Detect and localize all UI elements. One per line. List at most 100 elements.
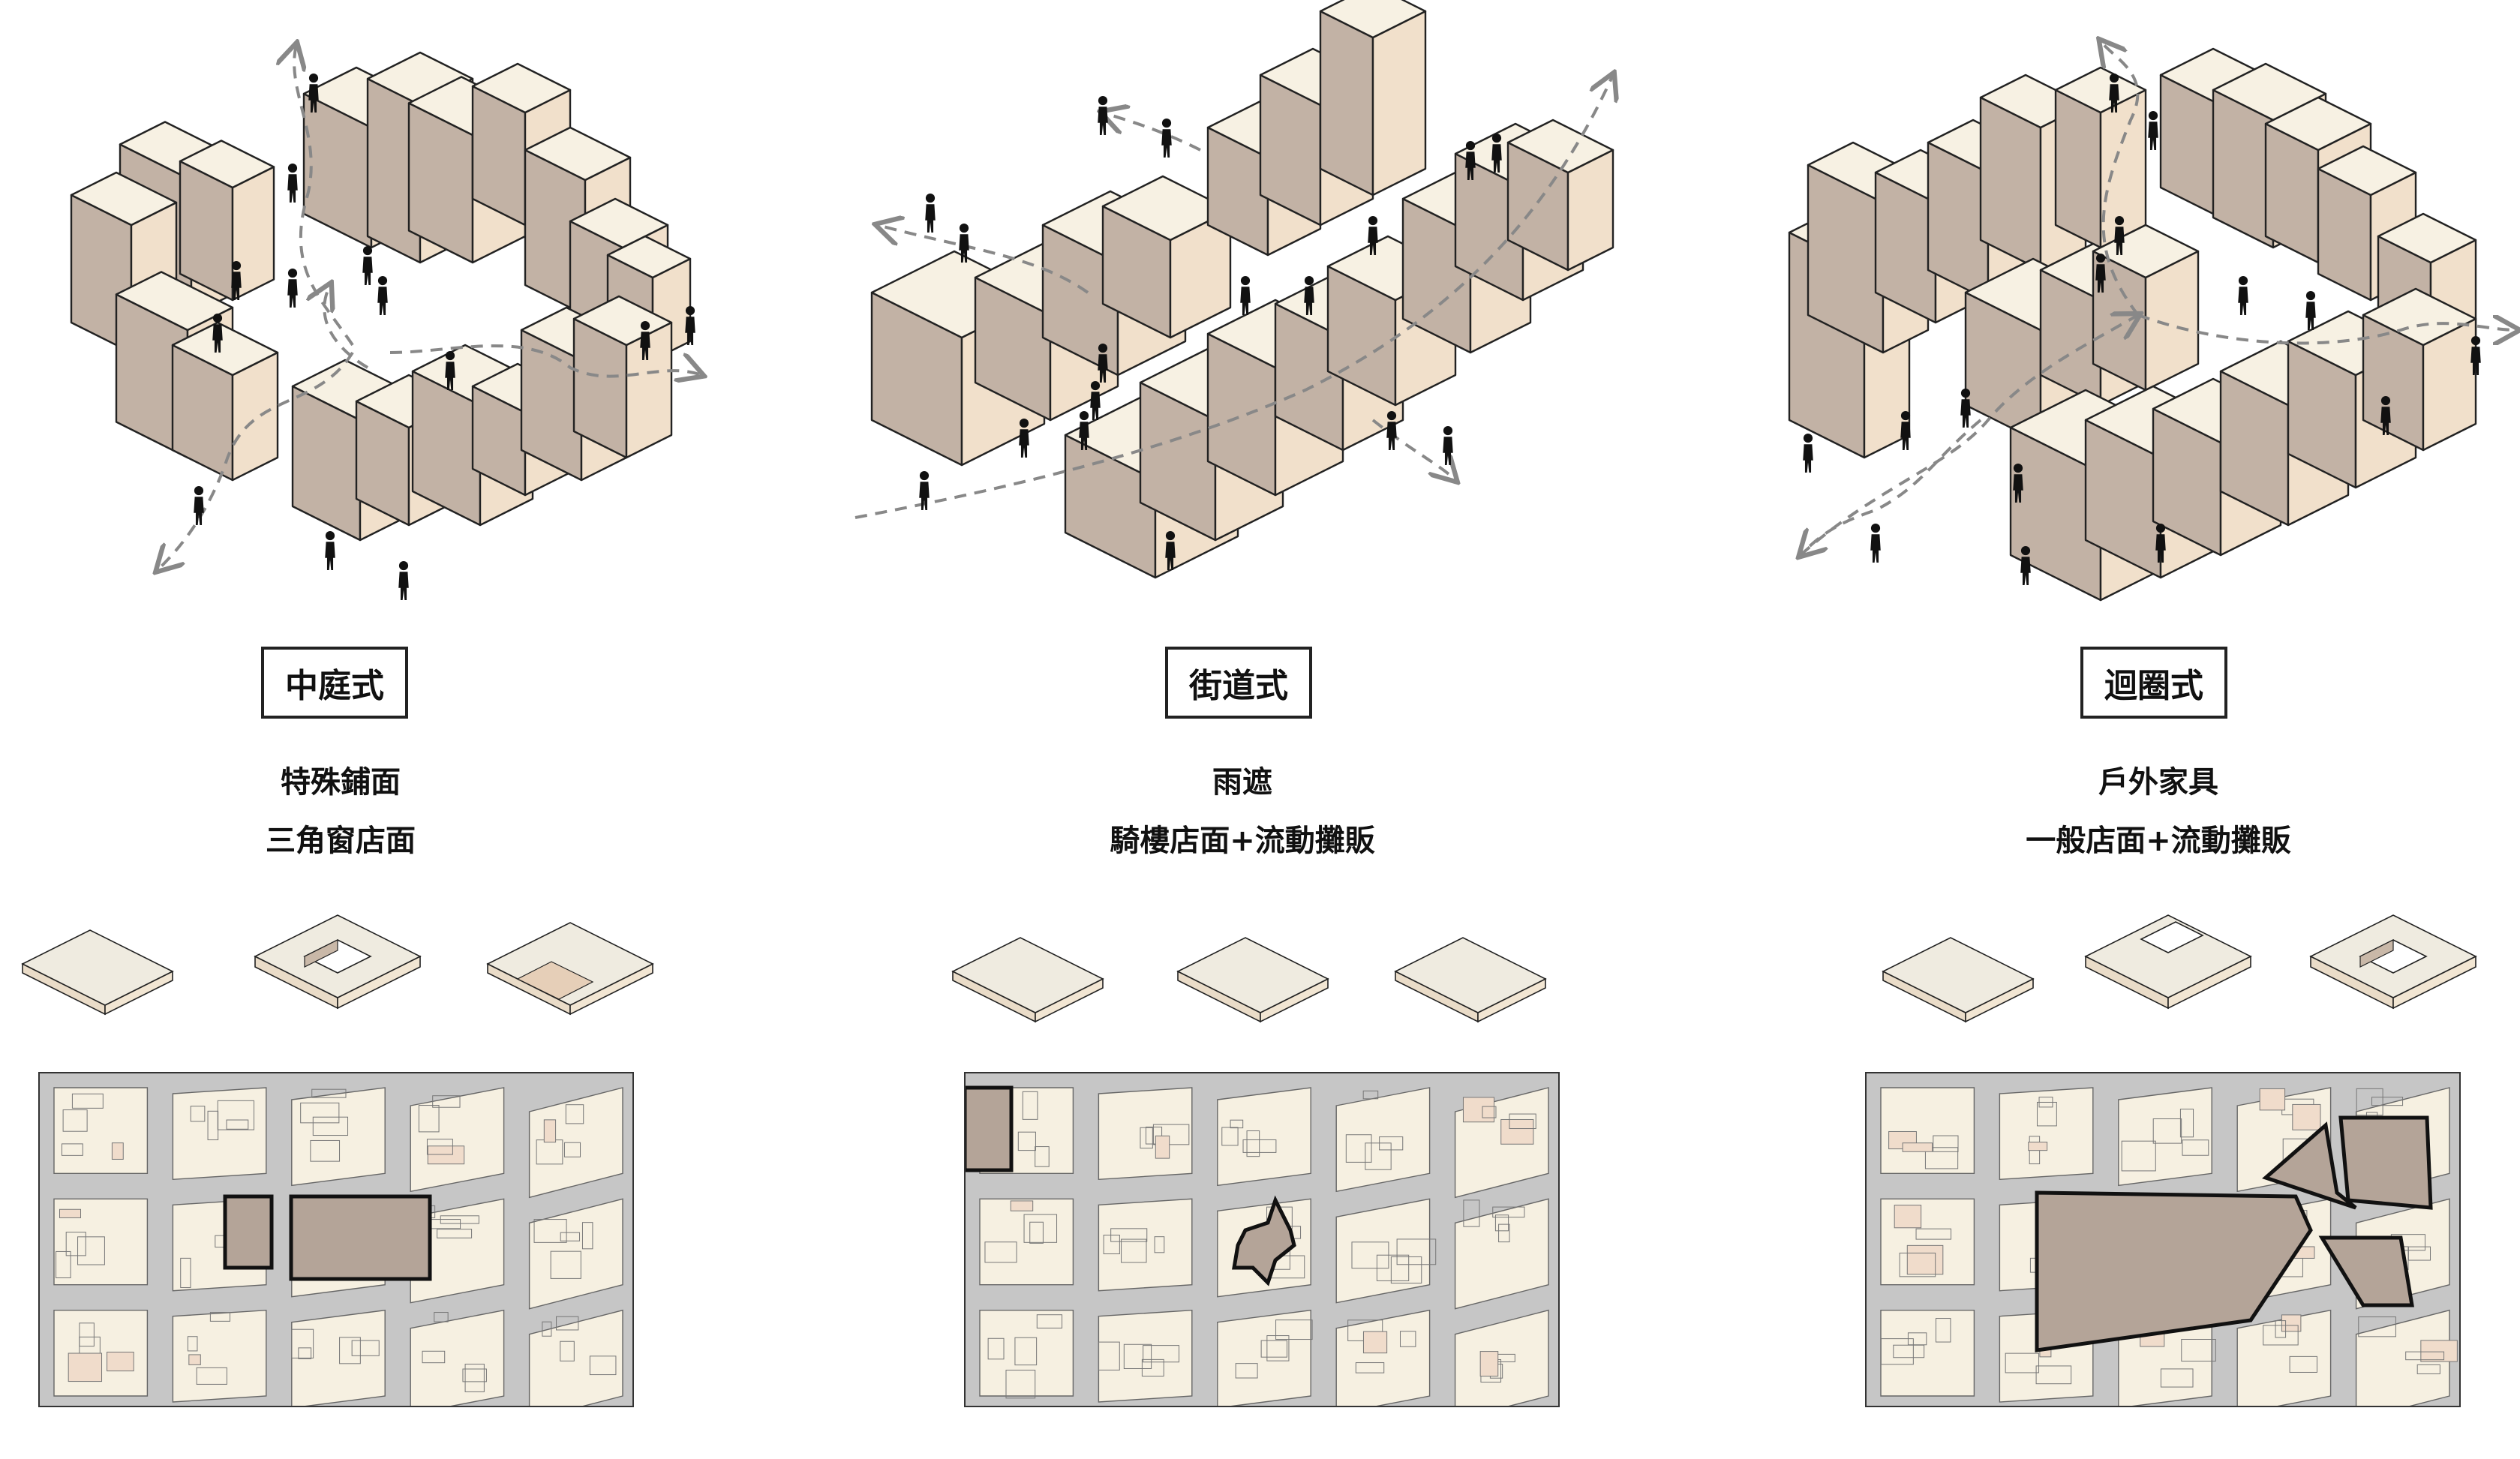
site-maps <box>39 1073 2460 1420</box>
city-block <box>1098 1310 1191 1402</box>
person-icon <box>398 561 409 600</box>
person-icon <box>2305 291 2316 330</box>
parcel <box>1907 1245 1943 1274</box>
person-icon <box>1161 119 1172 158</box>
person-icon <box>1386 411 1397 450</box>
person-icon <box>377 276 388 315</box>
parcel <box>189 1355 200 1364</box>
canopy-icon-2 <box>255 915 420 1008</box>
city-block <box>1881 1310 1974 1396</box>
city-block <box>1881 1088 1974 1173</box>
canopy-icon-1 <box>23 930 173 1014</box>
panel-3-line-2: 一般店面+流動攤販 <box>1896 816 2421 860</box>
parcel <box>2293 1104 2320 1130</box>
panel-2-line-2: 騎樓店面+流動攤販 <box>980 816 1505 860</box>
site-map-3 <box>1866 1073 2460 1420</box>
person-icon <box>1900 411 1911 450</box>
site-map-2 <box>965 1073 1559 1420</box>
loop-plaza-east <box>2341 1118 2431 1208</box>
canopy-icon-9 <box>2311 915 2476 1008</box>
parcel <box>59 1209 80 1217</box>
city-block <box>1336 1199 1429 1302</box>
courtyard-block-3 <box>180 141 274 301</box>
parcel <box>1363 1331 1386 1353</box>
city-block <box>1098 1088 1191 1179</box>
person-icon <box>362 246 373 285</box>
person-icon <box>1803 434 1813 473</box>
canopy-icon-4 <box>953 938 1103 1022</box>
canopy-icon-8 <box>2086 915 2251 1008</box>
city-block <box>410 1310 503 1414</box>
person-icon <box>1240 276 1251 315</box>
parcel <box>112 1143 123 1160</box>
person-icon <box>287 269 298 308</box>
loop-block-6 <box>2056 68 2146 248</box>
city-block <box>173 1310 266 1402</box>
person-icon <box>2020 546 2031 585</box>
parcel <box>544 1120 555 1142</box>
person-icon <box>2148 111 2158 150</box>
parcel <box>1463 1097 1494 1122</box>
city-block <box>1336 1088 1429 1191</box>
person-icon <box>1098 96 1108 135</box>
parcel <box>428 1146 464 1164</box>
person-icon <box>325 531 335 570</box>
loop-block-20 <box>2363 289 2476 450</box>
person-icon <box>1090 381 1101 420</box>
parcel <box>1011 1201 1032 1211</box>
person-icon <box>194 486 204 525</box>
person-icon <box>1019 419 1029 458</box>
city-block <box>292 1088 385 1185</box>
courtyard-block-5 <box>173 323 278 480</box>
city-block <box>1336 1310 1429 1414</box>
courtyard-plaza-large <box>291 1196 430 1279</box>
person-icon <box>2238 276 2248 315</box>
panel-1-line-2: 三角窗店面 <box>78 816 603 860</box>
loop-massing <box>1789 49 2476 600</box>
parcel <box>1894 1205 1921 1228</box>
courtyard-block-18 <box>574 296 671 458</box>
panel-3-title: 迴圈式 <box>2080 647 2227 719</box>
canopy-icon-5 <box>1178 938 1328 1022</box>
parcel <box>2029 1142 2047 1151</box>
panel-2-line-1: 雨遮 <box>980 758 1505 801</box>
panel-1-title: 中庭式 <box>261 647 408 719</box>
parcel <box>1155 1136 1169 1158</box>
courtyard-plaza-small <box>225 1196 272 1268</box>
panel-3-line-1: 戶外家具 <box>1896 758 2421 801</box>
city-block <box>173 1088 266 1179</box>
canopy-icon-3 <box>488 923 653 1014</box>
street-block-15 <box>1508 120 1613 270</box>
circulation-arrow-8 <box>1103 113 1200 150</box>
city-block <box>1218 1088 1311 1185</box>
parcel <box>68 1353 101 1382</box>
city-block <box>292 1310 385 1408</box>
parcel <box>2421 1340 2458 1361</box>
person-icon <box>287 164 298 203</box>
city-block <box>980 1310 1073 1396</box>
city-block <box>1218 1310 1311 1408</box>
person-icon <box>1443 426 1453 465</box>
circulation-arrow-2 <box>324 285 368 368</box>
canopy-icon-6 <box>1395 938 1545 1022</box>
street-block-7 <box>1320 0 1425 195</box>
street-plaza-corner <box>965 1088 1011 1170</box>
city-block <box>410 1088 503 1191</box>
parcel <box>2260 1088 2284 1109</box>
city-block <box>54 1088 147 1173</box>
loop-block-14 <box>2093 225 2198 390</box>
person-icon <box>1870 524 1881 563</box>
panel-1-line-1: 特殊鋪面 <box>78 758 603 801</box>
site-map-1 <box>39 1073 633 1420</box>
parcel <box>1501 1119 1533 1144</box>
parcel <box>1903 1143 1932 1152</box>
city-block <box>1098 1199 1191 1290</box>
panel-2-title: 街道式 <box>1165 647 1312 719</box>
parcel <box>1480 1352 1498 1376</box>
city-block <box>1999 1088 2092 1179</box>
person-icon <box>925 194 936 233</box>
canopy-icons <box>23 915 2476 1022</box>
canopy-icon-7 <box>1883 938 2033 1022</box>
parcel <box>107 1352 134 1370</box>
